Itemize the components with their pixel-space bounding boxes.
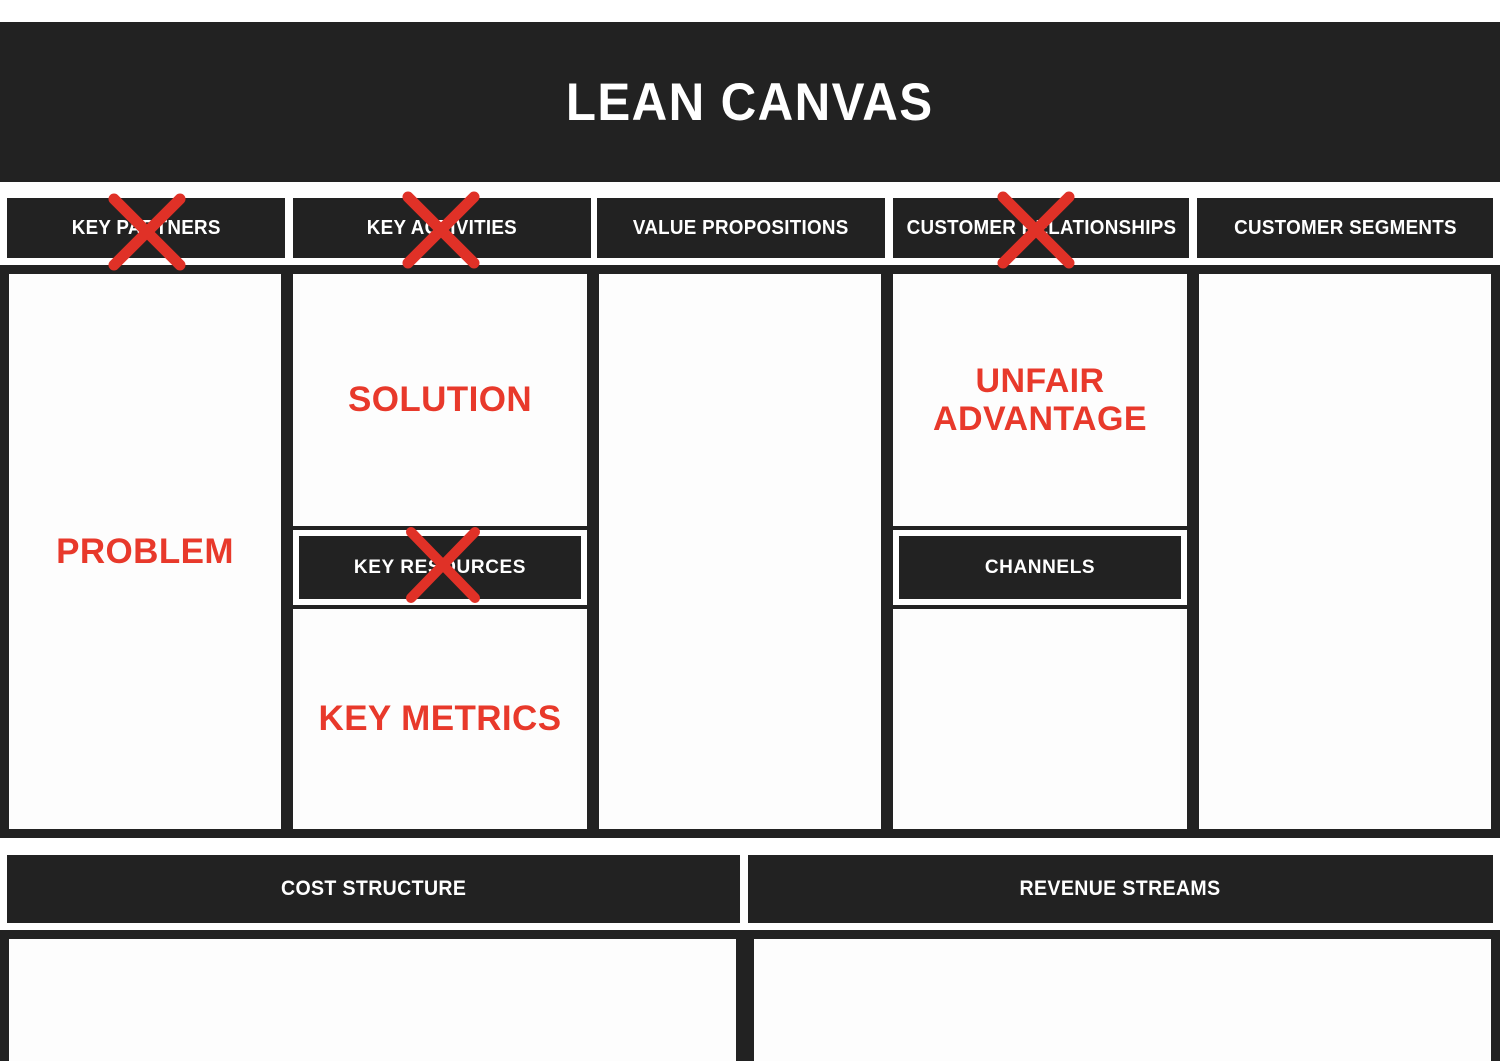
cell-unfair-advantage-label: UNFAIR ADVANTAGE <box>933 362 1147 438</box>
cell-cost-structure[interactable] <box>9 939 736 1061</box>
cell-channels[interactable]: CHANNELS <box>893 530 1187 605</box>
cell-value-propositions[interactable] <box>599 274 881 829</box>
title-banner: LEAN CANVAS <box>0 22 1500 182</box>
column-header-key-partners[interactable]: KEY PARTNERS <box>7 198 285 258</box>
cell-key-resources-label: KEY RESOURCES <box>353 556 527 578</box>
cell-revenue-streams[interactable] <box>754 939 1491 1061</box>
column-header-strip: KEY PARTNERS KEY ACTIVITIES VALUE PROPOS… <box>0 198 1500 258</box>
cell-problem-label: PROBLEM <box>56 531 234 571</box>
cell-problem[interactable]: PROBLEM <box>9 274 281 829</box>
cell-customer-segments[interactable] <box>1199 274 1491 829</box>
cell-channels-label: CHANNELS <box>984 556 1096 578</box>
cell-unfair-advantage[interactable]: UNFAIR ADVANTAGE <box>893 274 1187 526</box>
column-header-key-partners-label: KEY PARTNERS <box>71 216 221 239</box>
column-header-customer-segments-label: CUSTOMER SEGMENTS <box>1233 216 1457 239</box>
column-header-value-propositions-label: VALUE PROPOSITIONS <box>633 216 849 239</box>
column-header-customer-segments[interactable]: CUSTOMER SEGMENTS <box>1197 198 1493 258</box>
cell-unfair-advantage-line1: UNFAIR <box>975 361 1105 400</box>
column-header-value-propositions[interactable]: VALUE PROPOSITIONS <box>597 198 885 258</box>
canvas-grid-body: PROBLEM SOLUTION KEY RESOURCES KEY METRI… <box>0 265 1500 838</box>
cell-key-resources[interactable]: KEY RESOURCES <box>293 530 587 605</box>
cell-key-resources-band: KEY RESOURCES <box>299 536 581 599</box>
cell-solution[interactable]: SOLUTION <box>293 274 587 526</box>
cell-key-metrics[interactable]: KEY METRICS <box>293 609 587 829</box>
column-header-customer-relationships[interactable]: CUSTOMER RELATIONSHIPS <box>893 198 1189 258</box>
cell-channels-content[interactable] <box>893 609 1187 829</box>
cell-solution-label: SOLUTION <box>347 380 533 420</box>
bottom-header-revenue-streams[interactable]: REVENUE STREAMS <box>748 855 1493 923</box>
cell-key-metrics-label: KEY METRICS <box>318 699 562 739</box>
page-title: LEAN CANVAS <box>566 72 934 132</box>
column-header-key-activities-label: KEY ACTIVITIES <box>366 216 518 239</box>
column-header-key-activities[interactable]: KEY ACTIVITIES <box>293 198 591 258</box>
bottom-header-cost-structure[interactable]: COST STRUCTURE <box>7 855 740 923</box>
bottom-header-cost-structure-label: COST STRUCTURE <box>280 877 467 900</box>
cell-channels-band: CHANNELS <box>899 536 1181 599</box>
column-header-customer-relationships-label: CUSTOMER RELATIONSHIPS <box>906 216 1176 239</box>
cell-unfair-advantage-line2: ADVANTAGE <box>933 400 1147 438</box>
bottom-header-strip: COST STRUCTURE REVENUE STREAMS <box>0 855 1500 923</box>
bottom-body <box>0 930 1500 1061</box>
bottom-header-revenue-streams-label: REVENUE STREAMS <box>1020 877 1221 900</box>
